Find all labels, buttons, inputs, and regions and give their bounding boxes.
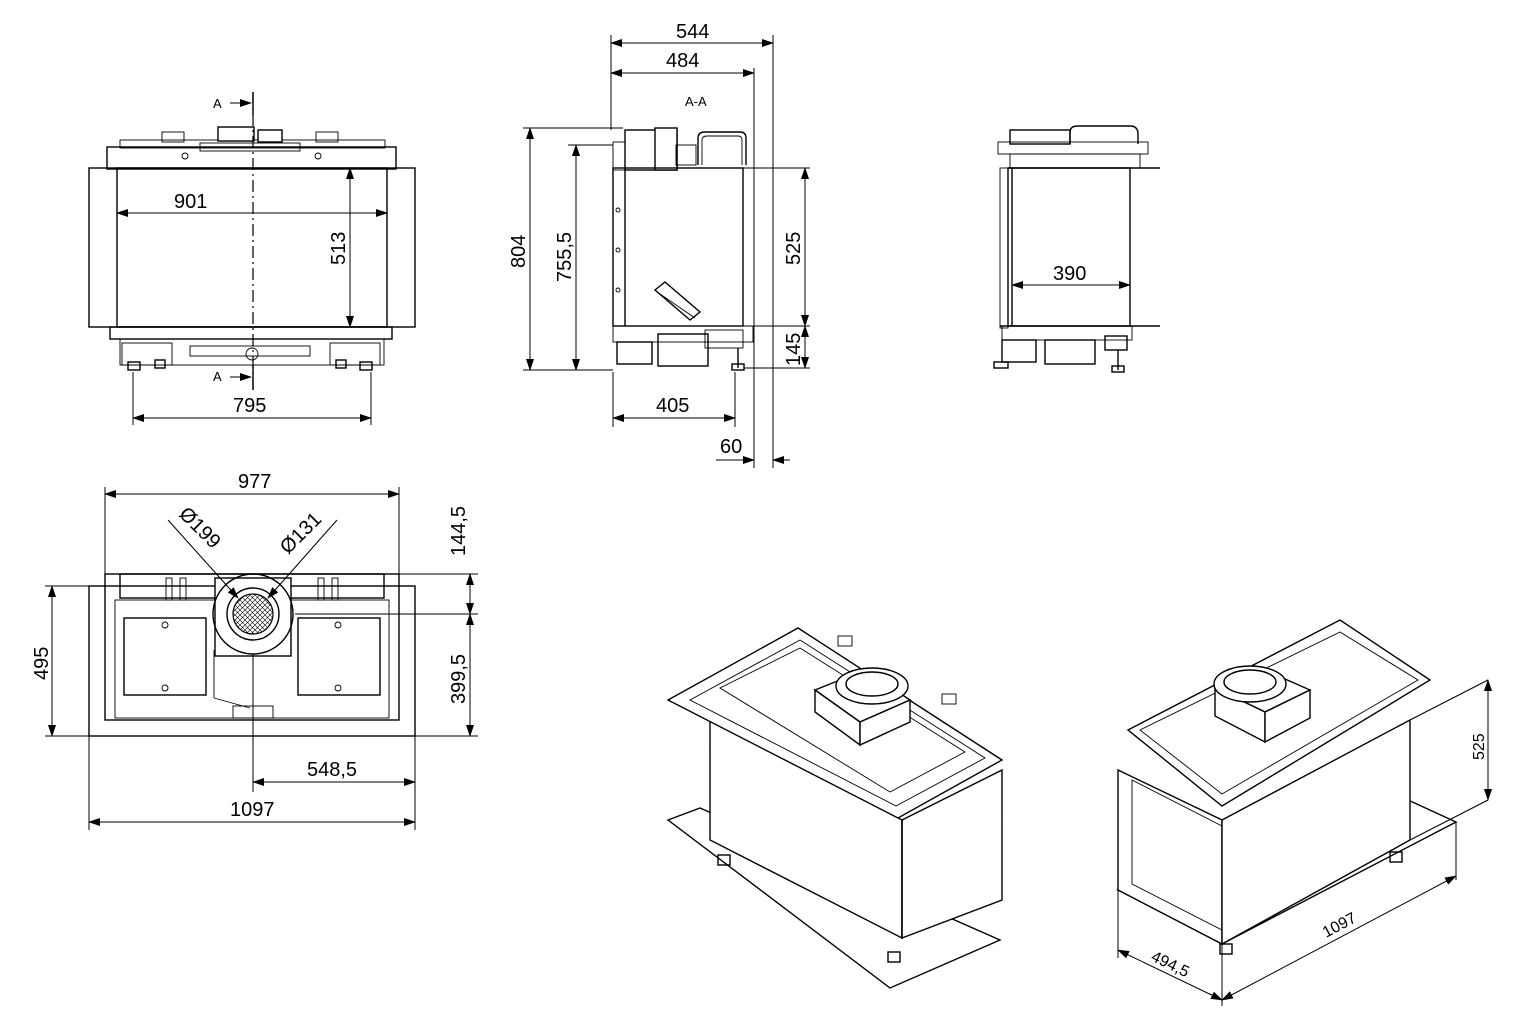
dim-width-top: 977 xyxy=(238,471,271,493)
iso-dim-depth: 494,5 xyxy=(1148,948,1192,981)
dim-depth-body: 484 xyxy=(666,50,699,72)
dim-flue-offset-front: 399,5 xyxy=(448,654,470,704)
dim-flue-offset-back: 144,5 xyxy=(448,506,470,556)
dim-height-glass: 513 xyxy=(328,232,350,265)
dim-base-height: 145 xyxy=(783,333,805,366)
dim-depth-total: 544 xyxy=(676,21,709,43)
section-title: A-A xyxy=(685,94,707,109)
iso-dim-height: 525 xyxy=(1471,733,1488,760)
section-view: A-A 544 484 804 xyxy=(508,21,810,468)
dim-feet-depth: 405 xyxy=(656,395,689,417)
dim-total-width: 1097 xyxy=(230,799,275,821)
dim-frame-offset: 60 xyxy=(720,436,742,458)
section-mark-bottom: A xyxy=(213,369,222,384)
dim-inner-width: 390 xyxy=(1053,263,1086,285)
iso-view-left xyxy=(666,627,1004,989)
dim-total-height: 804 xyxy=(508,235,530,268)
iso-view-right: 525 494,5 1097 xyxy=(1116,619,1492,1006)
section-mark-top: A xyxy=(213,96,222,111)
dim-flue-outer: Ø199 xyxy=(174,503,224,553)
dim-flue-inner: Ø131 xyxy=(276,508,326,558)
top-view: Ø199 Ø131 977 144,5 399,5 495 548,5 1097 xyxy=(31,471,478,830)
iso-dim-width: 1097 xyxy=(1320,910,1359,942)
dim-glass-height: 525 xyxy=(783,232,805,265)
dim-width-glass: 901 xyxy=(174,191,207,213)
dim-feet-span: 795 xyxy=(233,395,266,417)
dim-depth: 495 xyxy=(31,647,53,680)
side-view: 390 xyxy=(993,125,1160,373)
dim-flue-center-from-side: 548,5 xyxy=(307,759,357,781)
front-view: A A 901 513 795 xyxy=(88,92,416,425)
dim-height-to-collar: 755,5 xyxy=(554,232,576,282)
